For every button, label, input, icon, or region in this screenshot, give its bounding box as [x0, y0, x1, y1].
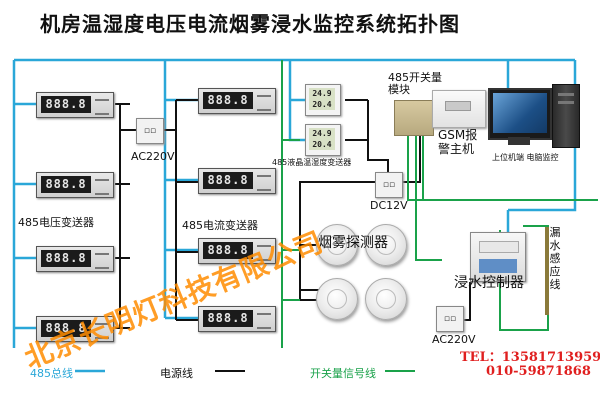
switch-module-label: 485开关量模块	[388, 71, 442, 96]
dc12v-label: DC12V	[370, 199, 408, 212]
legend-485-bus: 485总线	[30, 367, 73, 380]
water-controller	[470, 232, 526, 282]
diagram-title: 机房温湿度电压电流烟雾浸水监控系统拓扑图	[40, 12, 460, 36]
current-meter-1: 888.8	[198, 88, 276, 114]
current-transmitter-label: 485电流变送器	[182, 219, 258, 232]
smoke-detector-label: 烟雾探测器	[318, 235, 388, 251]
power-lines	[115, 99, 471, 329]
smoke-detector-1	[316, 224, 358, 266]
current-meter-4: 888.8	[198, 306, 276, 332]
voltage-meter-1: 888.8	[36, 92, 114, 118]
smoke-detector-4	[365, 278, 407, 320]
meter-display: 888.8	[41, 96, 91, 113]
dc12v-socket: ▫▫	[375, 172, 403, 198]
legend-switch-signal: 开关量信号线	[310, 367, 376, 380]
voltage-meter-3: 888.8	[36, 246, 114, 272]
computer-tower-icon	[552, 84, 580, 148]
temperature-reading: 24.9	[312, 129, 332, 138]
ac220v-top-label: AC220V	[131, 150, 175, 163]
temp-humidity-sensor-1: 24.9 20.4	[305, 84, 341, 116]
voltage-meter-4: 888.8	[36, 316, 114, 342]
meter-display: 888.8	[203, 172, 253, 189]
ac220v-socket-top: ▫▫	[136, 118, 164, 144]
switch-module	[394, 100, 434, 136]
meter-display: 888.8	[41, 176, 91, 193]
current-meter-2: 888.8	[198, 168, 276, 194]
voltage-meter-2: 888.8	[36, 172, 114, 198]
humidity-reading: 20.4	[312, 100, 332, 109]
contact-tel: TEL：13581713959	[460, 350, 600, 365]
legend-power-line: 电源线	[160, 367, 193, 380]
smoke-detector-2	[365, 224, 407, 266]
host-pc-label: 上位机端 电脑监控	[492, 153, 559, 162]
water-controller-label: 浸水控制器	[454, 275, 524, 291]
monitor-icon	[488, 88, 552, 140]
voltage-transmitter-label: 485电压变送器	[18, 216, 94, 229]
current-meter-3: 888.8	[198, 238, 276, 264]
meter-display: 888.8	[203, 310, 253, 327]
ac220v-bottom-label: AC220V	[432, 333, 476, 346]
meter-display: 888.8	[41, 250, 91, 267]
temp-humidity-label: 485液晶温湿度变送器	[272, 158, 352, 167]
monitor-stand	[508, 137, 530, 145]
ac220v-socket-bottom: ▫▫	[436, 306, 464, 332]
humidity-reading: 20.4	[312, 140, 332, 149]
temp-humidity-sensor-2: 24.9 20.4	[305, 124, 341, 156]
gsm-alarm-host	[432, 90, 486, 128]
gsm-alarm-label: GSM报警主机	[438, 128, 478, 156]
smoke-detector-3	[316, 278, 358, 320]
meter-display: 888.8	[41, 320, 91, 337]
water-sensor-strip	[545, 227, 549, 315]
water-sensor-label: 漏水感应线	[549, 226, 561, 291]
meter-display: 888.8	[203, 242, 253, 259]
contact-phone: 010-59871868	[486, 364, 591, 379]
meter-display: 888.8	[203, 92, 253, 109]
temperature-reading: 24.9	[312, 89, 332, 98]
